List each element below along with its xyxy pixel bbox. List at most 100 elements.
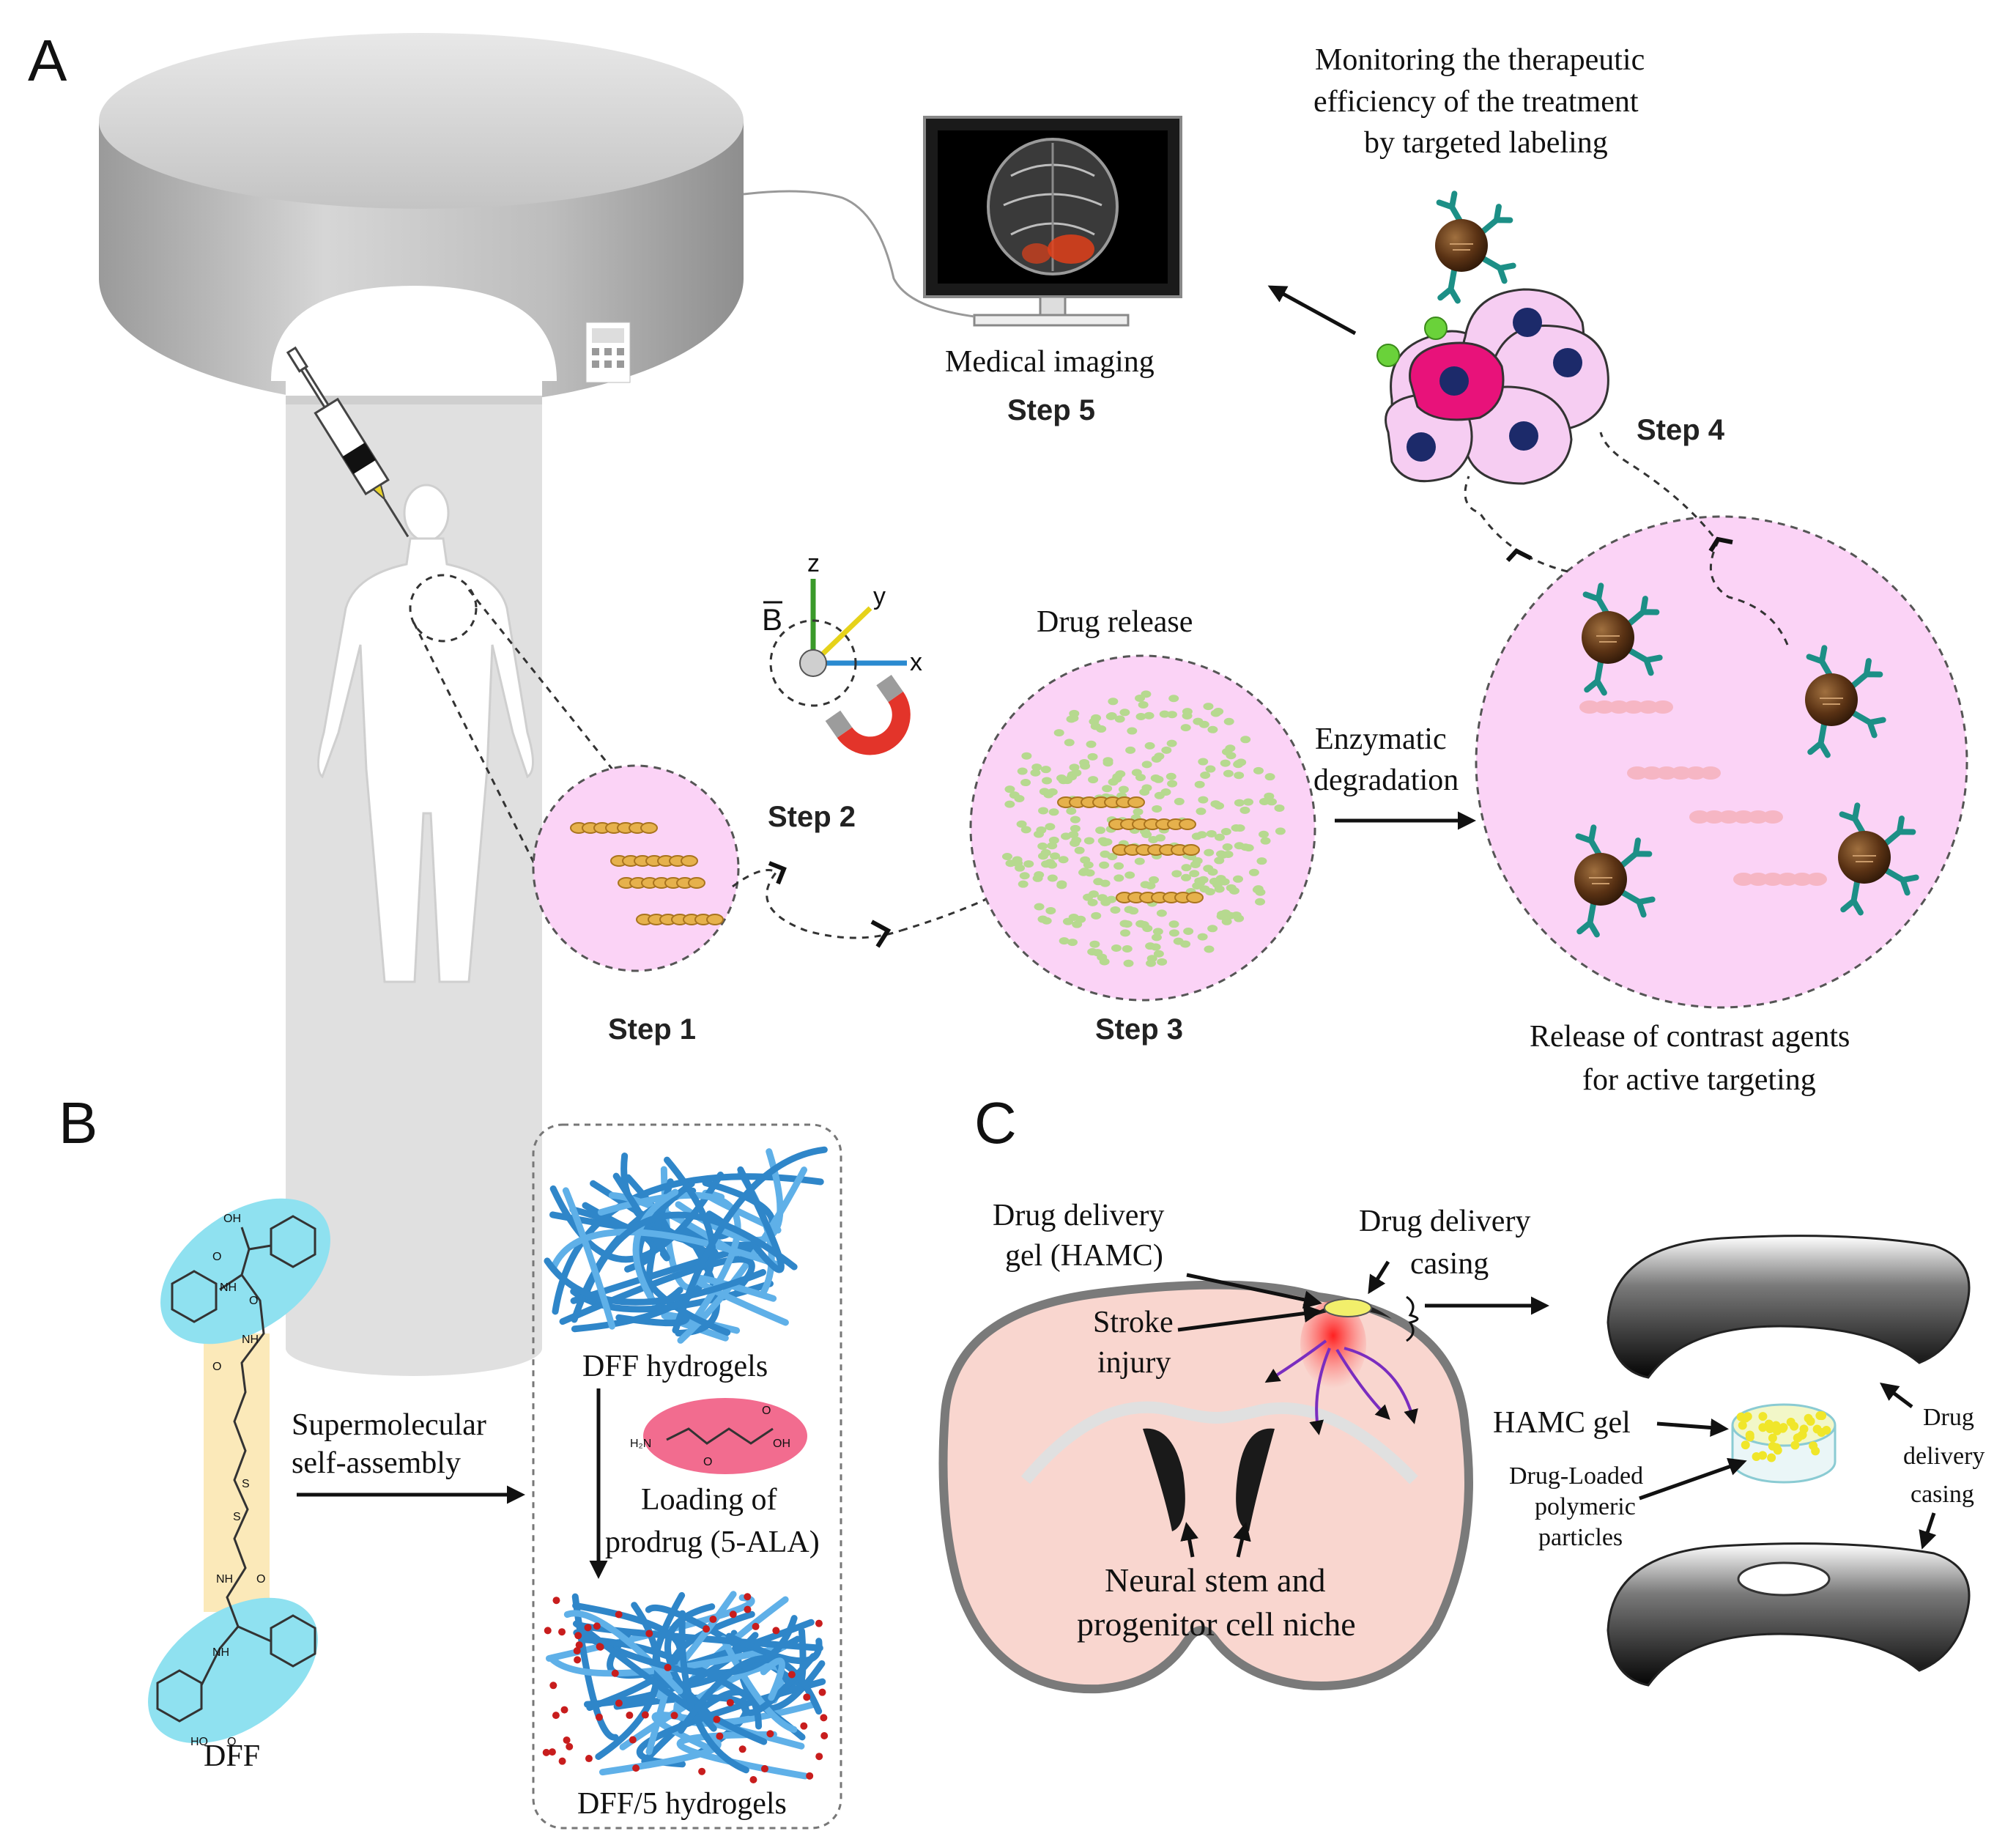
released-drug-particles — [1001, 690, 1286, 967]
svg-text:O: O — [762, 1405, 771, 1417]
drug-loaded-particles — [1736, 1411, 1831, 1462]
arrow-cells-to-imaging — [1267, 285, 1357, 336]
svg-text:NH: NH — [212, 1646, 229, 1659]
svg-text:O: O — [256, 1573, 265, 1586]
dff-hydrogels-label: DFF hydrogels — [582, 1350, 768, 1383]
stroke-arrow — [1177, 1304, 1322, 1332]
panel-label-c: C — [974, 1090, 1017, 1155]
particles-label-line1: Drug-Loaded — [1509, 1462, 1643, 1490]
axis-y-label: y — [873, 582, 886, 610]
scanner-control-panel-icon — [585, 322, 631, 383]
medical-imaging-label: Medical imaging — [945, 345, 1155, 379]
assembly-label-line2: self-assembly — [292, 1446, 461, 1480]
release-label-line1: Release of contrast agents — [1530, 1020, 1850, 1054]
casing-right-arrow-top — [1880, 1383, 1913, 1408]
hamc-gel-arrow — [1656, 1419, 1729, 1437]
casing-right-arrow-bottom — [1919, 1512, 1937, 1550]
stroke-label-line2: injury — [1097, 1346, 1171, 1380]
loading-label-line1: Loading of — [641, 1483, 777, 1517]
axis-z-label: z — [807, 550, 820, 577]
axis-b-label: B — [762, 602, 782, 637]
implanted-casing — [1308, 1295, 1419, 1342]
step5-label: Step 5 — [1007, 394, 1095, 426]
panel-label-a: A — [28, 28, 67, 93]
svg-text:O: O — [227, 1736, 236, 1748]
svg-text:NH: NH — [242, 1334, 259, 1346]
svg-text:S: S — [242, 1478, 250, 1490]
stroke-injury-region — [1300, 1301, 1366, 1388]
monitoring-label-line1: Monitoring the therapeutic — [1315, 43, 1645, 77]
svg-text:OH: OH — [773, 1438, 790, 1450]
casing-top-label-line1: Drug delivery — [1359, 1205, 1530, 1238]
5-ala-prodrug-molecule: H₂N OH O O — [630, 1398, 807, 1474]
panel-c: C Drug delivery gel (HAMC) Drug delivery — [938, 1090, 1984, 1694]
step2-label: Step 2 — [768, 801, 856, 833]
release-label-line2: for active targeting — [1582, 1063, 1816, 1097]
axis-x-label: x — [910, 648, 922, 676]
svg-text:O: O — [703, 1456, 712, 1468]
imaging-monitor — [923, 116, 1182, 327]
gel-label-line1: Drug delivery — [993, 1199, 1164, 1232]
panel-a: A — [28, 28, 1968, 1376]
particles-label-line2: polymeric — [1535, 1493, 1636, 1520]
dff-label: DFF — [204, 1739, 260, 1773]
particles-label-line3: particles — [1538, 1524, 1623, 1551]
svg-text:NH: NH — [220, 1281, 237, 1294]
magnetic-field-axes: z y x B — [762, 550, 922, 707]
niche-label-line2: progenitor cell niche — [1077, 1605, 1356, 1643]
svg-text:NH: NH — [216, 1573, 233, 1586]
contrast-agent-release-circle — [1475, 515, 1968, 1009]
monitoring-label-line3: by targeted labeling — [1364, 126, 1608, 160]
path-step1-to-step3 — [732, 869, 902, 939]
casing-right-label-line1: Drug — [1923, 1404, 1974, 1431]
hamc-gel-label: HAMC gel — [1493, 1406, 1631, 1440]
svg-text:H₂N: H₂N — [630, 1438, 651, 1450]
mri-scanner — [99, 33, 744, 407]
dff5-hydrogel-fibers — [542, 1591, 829, 1783]
casing-top-label-line2: casing — [1410, 1247, 1489, 1281]
dff5-hydrogels-label: DFF/5 hydrogels — [577, 1787, 787, 1821]
casing-right-label-line2: delivery — [1903, 1443, 1984, 1470]
magnet-icon — [825, 674, 911, 755]
drug-release-label: Drug release — [1037, 605, 1193, 639]
svg-text:O: O — [249, 1295, 258, 1307]
casing-bottom-half — [1606, 1542, 1971, 1687]
svg-text:OH: OH — [223, 1213, 241, 1225]
svg-text:O: O — [212, 1361, 221, 1373]
gel-arrow — [1186, 1273, 1322, 1309]
casing-right-label-line3: casing — [1911, 1481, 1974, 1508]
patient-silhouette — [316, 484, 534, 983]
step3-label: Step 3 — [1095, 1013, 1183, 1046]
svg-text:HO: HO — [190, 1736, 208, 1748]
step4-label: Step 4 — [1637, 414, 1725, 446]
loading-label-line2: prodrug (5-ALA) — [605, 1525, 820, 1559]
step1-circle — [532, 764, 740, 972]
gel-label-line2: gel (HAMC) — [1005, 1239, 1163, 1273]
step3-circle — [969, 654, 1316, 1002]
particles-arrow — [1639, 1457, 1747, 1501]
brain-section — [938, 1280, 1473, 1694]
panel-label-b: B — [59, 1090, 97, 1155]
hydrogel-box — [532, 1123, 842, 1830]
hamc-gel-disc — [1731, 1403, 1837, 1484]
casing-top-arrow — [1368, 1260, 1390, 1295]
niche-label-line1: Neural stem and — [1105, 1561, 1325, 1599]
syringe-icon — [286, 346, 410, 538]
casing-top-half — [1606, 1235, 1971, 1379]
stroke-label-line1: Stroke — [1093, 1306, 1174, 1339]
assembly-label-line1: Supermolecular — [292, 1408, 486, 1442]
enzymatic-label-line1: Enzymatic — [1315, 722, 1447, 756]
svg-text:O: O — [212, 1251, 221, 1263]
dff-molecule: OH O NH O NH O S S NH O NH HO O DFF — [148, 1198, 330, 1773]
enzymatic-label-line2: degradation — [1313, 763, 1459, 797]
svg-text:S: S — [233, 1511, 241, 1523]
injection-site-circle — [409, 574, 478, 643]
target-cell-cluster — [1376, 193, 1609, 485]
step1-label: Step 1 — [608, 1013, 696, 1046]
monitoring-label-line2: efficiency of the treatment — [1313, 85, 1639, 119]
scanner-to-monitor-cable — [743, 190, 975, 318]
brain-scan-image — [987, 138, 1119, 275]
dff-hydrogel-fibers — [544, 1146, 828, 1344]
panel-b: B OH O NH O NH O S S NH O NH HO O DFF — [59, 1090, 842, 1830]
